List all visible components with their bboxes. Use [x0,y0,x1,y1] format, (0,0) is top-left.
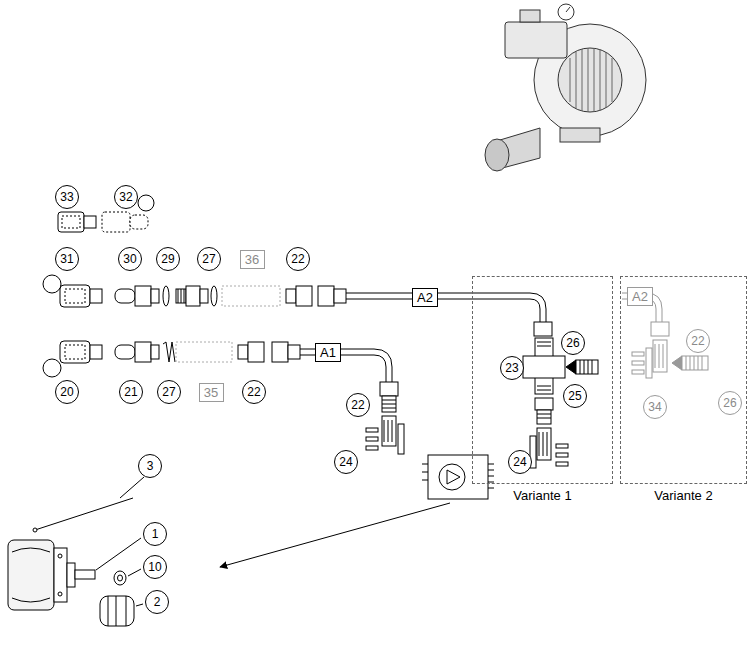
callout-number: 22 [242,380,266,404]
callout-number: 29 [156,247,180,271]
label-text: Variante 2 [654,488,712,503]
variant-2-parts [622,293,708,378]
label-text: 34 [648,396,661,418]
a1-line-parts [43,341,404,454]
callout-number: 21 [119,380,143,404]
label-text: 25 [568,385,581,407]
label-text: Variante 1 [513,488,571,503]
label-text: 32 [119,186,132,208]
pump-symbol [220,455,494,567]
label-text: 20 [60,381,73,403]
label-text: 26 [566,332,579,354]
callout-number: 26 [718,391,742,415]
grey-label-box: 36 [240,250,265,269]
callout-number: 33 [55,185,79,209]
callout-number: 25 [563,384,587,408]
callout-number: 26 [561,331,585,355]
callout-number: 32 [114,185,138,209]
callout-number: 30 [118,247,142,271]
label-text: 2 [154,591,161,613]
label-text: 35 [204,384,218,401]
burner-drawing [485,4,646,171]
label-text: A2 [417,289,433,306]
callout-number: 22 [286,247,310,271]
variant-region: Variante 126232524 [472,276,613,484]
a2-line-parts [43,275,546,322]
label-text: 26 [723,392,736,414]
label-text: 27 [202,248,215,270]
variant-region: Variante 2A2223426 [620,276,747,484]
line-label-box: A1 [315,343,341,362]
label-text: 10 [148,556,161,578]
label-text: 22 [247,381,260,403]
label-text: 36 [245,251,259,268]
label-text: A1 [320,344,336,361]
callout-number: 22 [686,329,710,353]
callout-number: 22 [346,393,370,417]
label-text: 21 [124,381,137,403]
label-text: 3 [147,455,154,477]
label-text: 1 [152,523,159,545]
grey-label-box: 35 [199,383,224,402]
callout-number: 3 [138,454,162,478]
callout-number: 20 [55,380,79,404]
pump-motor-drawing [8,477,144,626]
label-text: 33 [60,186,73,208]
label-text: 29 [161,248,174,270]
variant-1-parts [523,322,598,468]
label-text: 24 [513,451,526,473]
callout-number: 10 [143,555,167,579]
label-text: 22 [291,248,304,270]
label-text: 31 [60,248,73,270]
label-text: 30 [123,248,136,270]
callout-number: 24 [508,450,532,474]
line-label-box: A2 [412,288,438,307]
callout-number: 24 [334,450,358,474]
label-text: 22 [351,394,364,416]
label-text: 23 [505,357,518,379]
callout-number: 23 [500,356,524,380]
label-text: 27 [162,381,175,403]
callout-number: 34 [643,395,667,419]
grey-label-box: A2 [627,287,653,306]
callout-number: 27 [157,380,181,404]
callout-number: 27 [197,247,221,271]
callout-number: 2 [145,590,169,614]
label-text: 24 [339,451,352,473]
label-text: 22 [691,330,704,352]
label-text: A2 [632,288,648,305]
callout-number: 1 [143,522,167,546]
callout-number: 31 [55,247,79,271]
